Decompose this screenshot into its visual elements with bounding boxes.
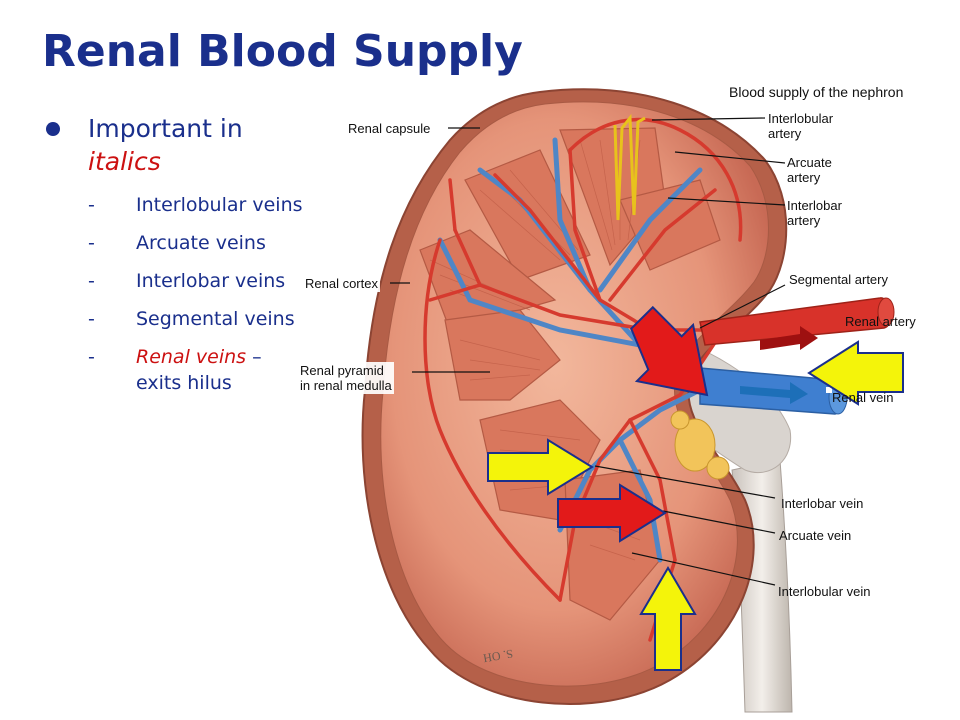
slide-title: Renal Blood Supply (42, 26, 523, 77)
arteries (423, 117, 832, 642)
dash-icon: - (88, 270, 95, 292)
figure-heading: Blood supply of the nephron (729, 84, 904, 100)
bullet-dot-icon (46, 122, 60, 136)
sub-item: - Arcuate veins (46, 224, 356, 262)
dash-icon: - (88, 194, 95, 216)
label-renal-capsule: Renal capsule (346, 120, 433, 137)
label-line: artery (768, 126, 802, 141)
label-line: artery (787, 170, 821, 185)
sub-item: - Renal veins –exits hilus (46, 344, 356, 396)
yellow-arrow-interlobar-vein-icon (487, 438, 594, 496)
yellow-arrow-interlobular-vein-icon (639, 566, 697, 671)
sub-item-label: Interlobar veins (136, 270, 286, 292)
red-arrow-arcuate-vein-icon (557, 483, 667, 543)
label-interlobar-artery: Interlobar artery (787, 198, 842, 228)
label-renal-cortex: Renal cortex (303, 275, 380, 292)
sub-item-label: Arcuate veins (136, 232, 266, 254)
label-line: Interlobar (787, 198, 842, 213)
label-renal-artery: Renal artery (845, 314, 916, 329)
label-line: Arcuate (787, 155, 832, 170)
label-line: in renal medulla (300, 378, 392, 393)
main-bullet-emphasis: italics (88, 147, 161, 176)
sub-item: - Interlobular veins (46, 186, 356, 224)
sub-item-label: Interlobular veins (136, 194, 303, 216)
main-bullet: Important in italics (46, 112, 356, 178)
yellow-arrow-renal-vein-icon (807, 340, 904, 406)
label-line: artery (787, 213, 821, 228)
label-segmental-artery: Segmental artery (789, 272, 888, 287)
bullet-list: Important in italics - Interlobular veins… (46, 112, 356, 396)
label-renal-vein: Renal vein (832, 390, 894, 405)
main-bullet-text: Important in (88, 114, 243, 143)
dash-icon: - (88, 232, 95, 254)
overlay-arrows (487, 305, 904, 671)
label-arcuate-artery: Arcuate artery (787, 155, 832, 185)
label-line: Renal pyramid (300, 363, 384, 378)
label-interlobar-vein: Interlobar vein (781, 496, 864, 511)
sub-item: - Interlobar veins (46, 262, 356, 300)
dash-icon: - (88, 308, 95, 330)
sub-item-label: Segmental veins (136, 308, 295, 330)
label-interlobular-artery: Interlobular artery (768, 111, 833, 141)
sub-item-label: Renal veins (136, 346, 247, 368)
label-line: Interlobular (768, 111, 834, 126)
sub-item-suffix: – (246, 346, 262, 368)
label-arcuate-vein: Arcuate vein (779, 528, 852, 543)
sub-item-tail: exits hilus (136, 372, 232, 394)
sub-bullet-list: - Interlobular veins - Arcuate veins - Inte… (46, 186, 356, 396)
sub-item: - Segmental veins (46, 300, 356, 338)
red-arrow-renal-vein-icon (630, 305, 709, 397)
label-interlobular-vein: Interlobular vein (778, 584, 871, 599)
dash-icon: - (88, 346, 95, 368)
label-renal-pyramid: Renal pyramid in renal medulla (298, 362, 394, 394)
leader-lines (390, 117, 786, 586)
